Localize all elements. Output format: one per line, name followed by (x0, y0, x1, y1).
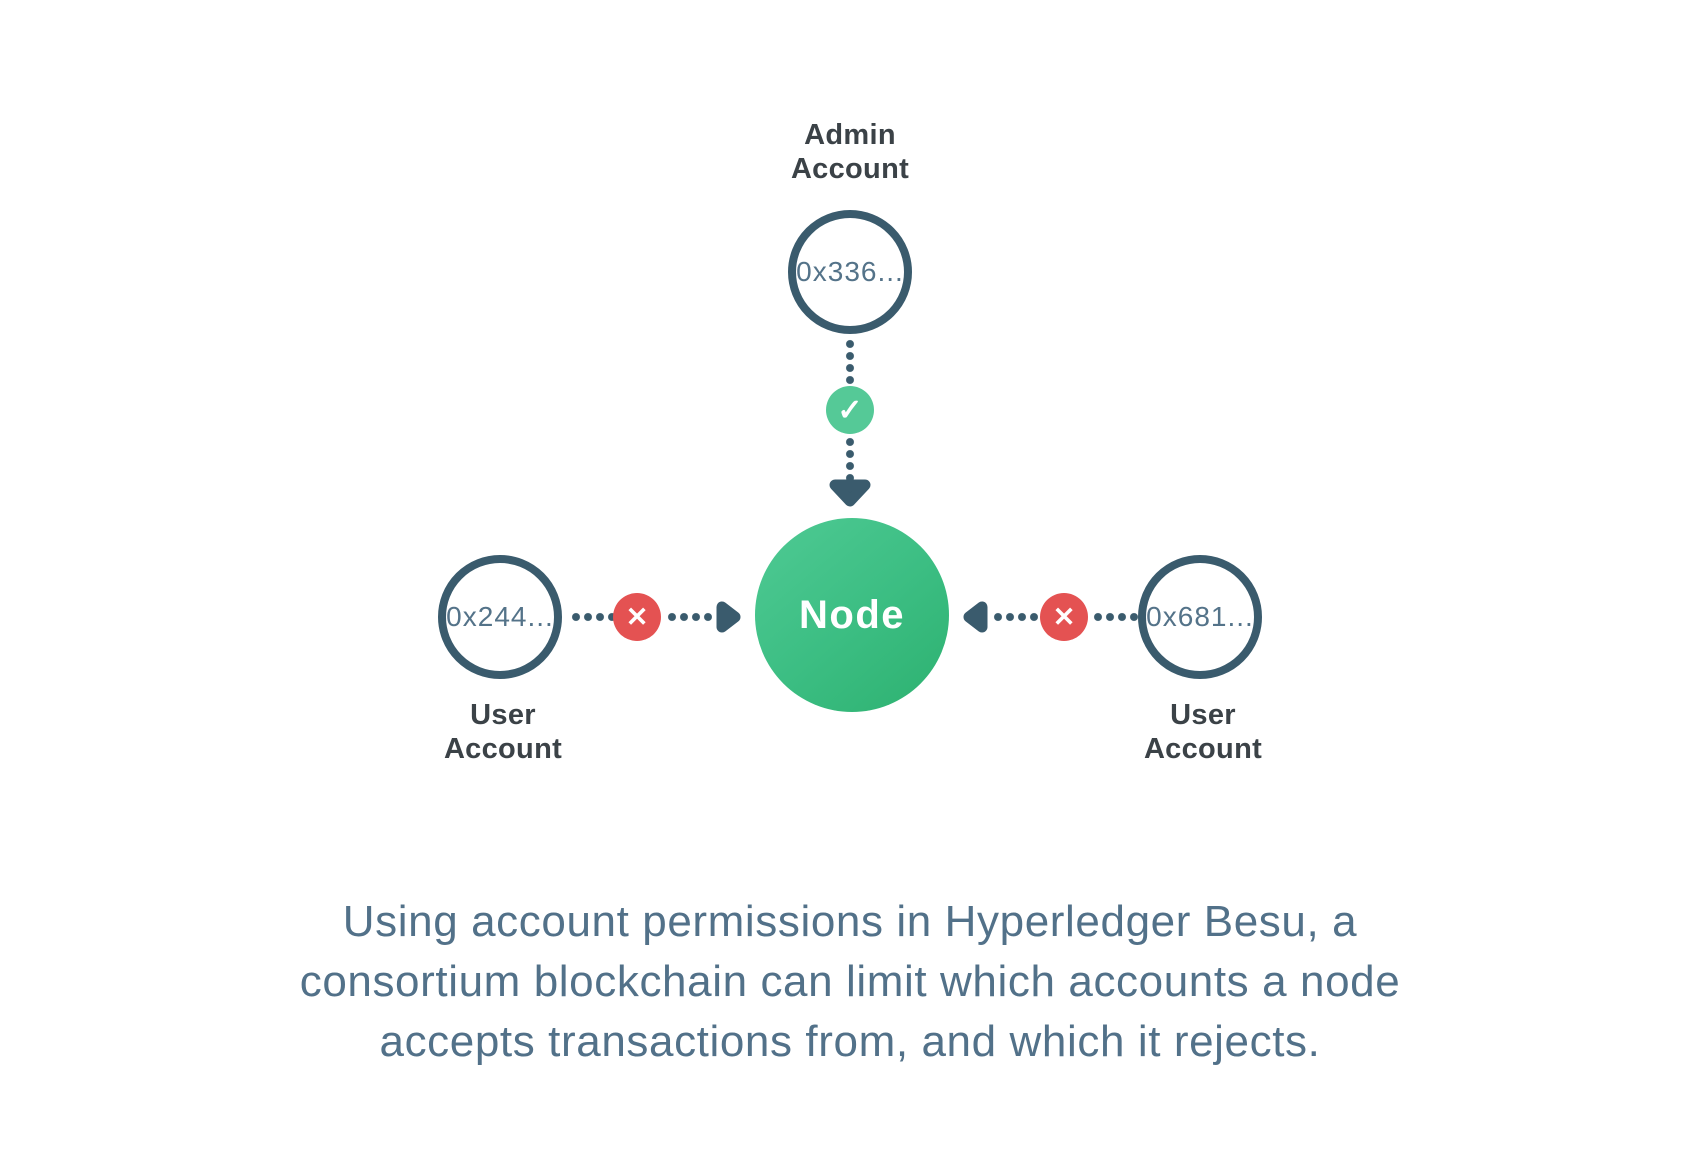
caption-line2: consortium blockchain can limit which ac… (299, 957, 1401, 1006)
user-account-label-right-line1: User (1170, 699, 1236, 731)
approval-badge: ✓ (826, 386, 874, 434)
dotted-line-left-outer (570, 612, 616, 622)
arrow-down-icon (828, 478, 872, 508)
caption-line1: Using account permissions in Hyperledger… (342, 897, 1358, 946)
dotted-line-right-outer (1092, 612, 1138, 622)
user-account-label-right-line2: Account (1143, 733, 1263, 765)
admin-account-label-line2: Account (790, 153, 910, 185)
arrow-right-icon (714, 598, 744, 636)
x-icon: ✕ (1052, 601, 1076, 632)
rejection-badge-left: ✕ (613, 593, 661, 641)
admin-account-label: Admin Account (725, 118, 975, 186)
user-account-label-left: User Account (378, 698, 628, 766)
caption: Using account permissions in Hyperledger… (150, 892, 1550, 1072)
check-icon: ✓ (837, 393, 863, 427)
dotted-line-left-inner (666, 612, 712, 622)
rejection-badge-right: ✕ (1040, 593, 1088, 641)
user-account-label-right: User Account (1078, 698, 1328, 766)
user-account-address-right: 0x681... (1146, 601, 1254, 632)
caption-line3: accepts transactions from, and which it … (379, 1017, 1321, 1066)
node-circle: Node (755, 518, 949, 712)
dotted-line-right-inner (992, 612, 1038, 622)
user-account-circle-left: 0x244... (438, 555, 562, 679)
node-label: Node (799, 592, 905, 637)
admin-account-circle: 0x336... (788, 210, 912, 334)
dotted-line-admin-lower (845, 436, 855, 484)
arrow-left-icon (960, 598, 990, 636)
user-account-label-left-line2: Account (443, 733, 563, 765)
admin-account-label-line1: Admin (804, 119, 896, 151)
user-account-address-left: 0x244... (446, 601, 554, 632)
admin-account-address: 0x336... (796, 256, 904, 287)
user-account-label-left-line1: User (470, 699, 536, 731)
x-icon: ✕ (625, 601, 649, 632)
user-account-circle-right: 0x681... (1138, 555, 1262, 679)
dotted-line-admin-upper (845, 338, 855, 386)
